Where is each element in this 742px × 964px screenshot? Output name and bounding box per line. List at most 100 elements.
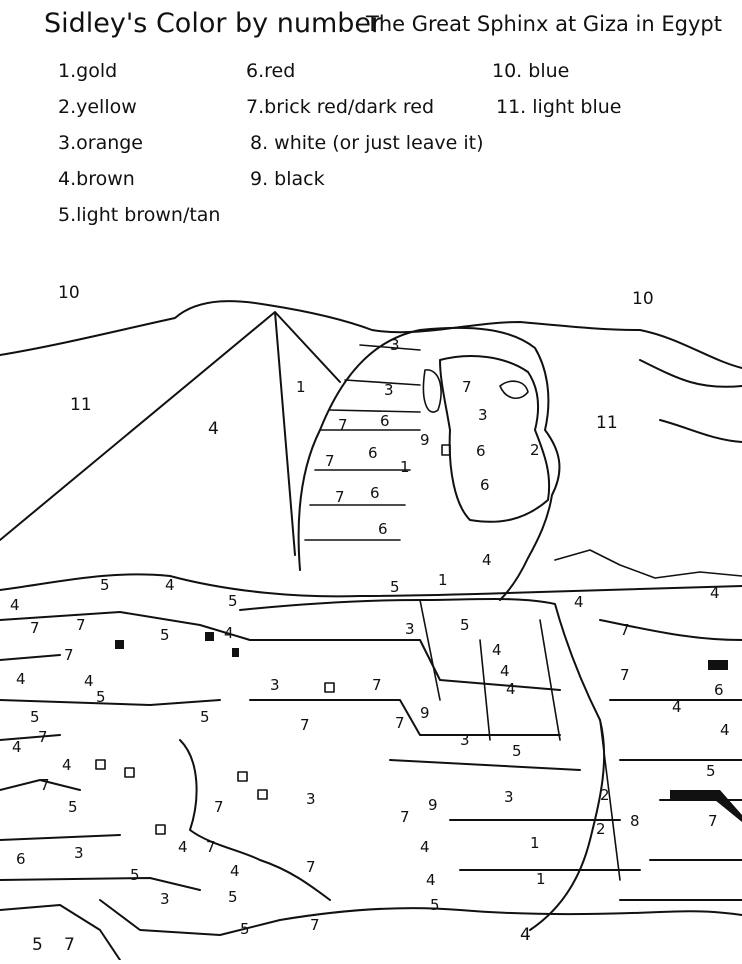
region-label: 4 (710, 584, 720, 602)
window-square-2 (441, 444, 451, 456)
color-legend: 1.gold 2.yellow 3.orange 4.brown 5.light… (0, 58, 742, 238)
region-label: 6 (380, 412, 390, 430)
region-label: 6 (714, 681, 724, 699)
region-label: 7 (310, 916, 320, 934)
region-label: 4 (482, 551, 492, 569)
region-label: 4 (230, 862, 240, 880)
region-label: 4 (520, 925, 531, 945)
black-square-4 (708, 660, 728, 670)
region-label: 5 (30, 708, 40, 726)
region-label: 3 (384, 381, 394, 399)
black-square-2 (205, 632, 214, 641)
quarry-wall-left (0, 739, 331, 961)
region-label: 6 (476, 442, 486, 460)
foreground-sand (279, 907, 742, 921)
region-label: 7 (325, 452, 335, 470)
region-label: 5 (240, 920, 250, 938)
region-label: 4 (224, 624, 234, 642)
region-label: 5 (390, 578, 400, 596)
legend-item-7: 7.brick red/dark red (246, 96, 435, 118)
region-label: 5 (160, 626, 170, 644)
window-square-3 (95, 759, 106, 770)
region-label: 5 (130, 866, 140, 884)
pyramid-outline (0, 311, 341, 556)
region-label: 7 (214, 798, 224, 816)
region-label: 1 (536, 870, 546, 888)
region-label: 5 (68, 798, 78, 816)
region-label: 3 (390, 336, 400, 354)
region-label: 7 (620, 666, 630, 684)
region-label: 7 (338, 416, 348, 434)
window-square-4 (124, 767, 135, 778)
region-label: 4 (84, 672, 94, 690)
sphinx-face (439, 355, 551, 523)
region-label: 5 (228, 888, 238, 906)
horizon-line (0, 573, 742, 598)
page-title: Sidley's Color by number (44, 8, 383, 39)
legend-item-6: 6.red (246, 60, 296, 82)
sphinx-eye (499, 380, 529, 399)
region-label: 4 (506, 680, 516, 698)
region-label: 4 (420, 838, 430, 856)
legend-item-3: 3.orange (58, 132, 143, 154)
sky-cloud-outline (0, 300, 742, 369)
black-square-1 (115, 640, 124, 649)
sphinx-drawing-svg: 10 10 11 11 4 1 3 3 6 7 7 6 7 6 6 9 1 6 … (0, 283, 742, 961)
region-label: 5 (200, 708, 210, 726)
light-sky-boundary (639, 359, 742, 443)
region-label: 7 (372, 676, 382, 694)
region-label: 6 (368, 444, 378, 462)
dark-stairs (670, 790, 742, 822)
region-label: 5 (100, 576, 110, 594)
region-label: 5 (430, 896, 440, 914)
region-label: 7 (40, 776, 50, 794)
region-label: 3 (504, 788, 514, 806)
region-label: 9 (420, 431, 430, 449)
region-label: 3 (405, 620, 415, 638)
region-label: 2 (530, 441, 540, 459)
region-label: 4 (12, 738, 22, 756)
left-rock-ledges (0, 611, 251, 891)
region-label: 7 (335, 488, 345, 506)
region-label: 7 (395, 714, 405, 732)
region-label: 7 (38, 728, 48, 746)
region-label: 4 (720, 721, 730, 739)
region-label: 5 (460, 616, 470, 634)
sphinx-body-segments (419, 599, 621, 881)
black-square-3 (232, 648, 239, 657)
region-label: 4 (500, 662, 510, 680)
legend-item-4: 4.brown (58, 168, 135, 190)
region-label: 11 (596, 413, 618, 433)
sphinx-body (239, 598, 606, 931)
region-label: 7 (300, 716, 310, 734)
region-label: 4 (178, 838, 188, 856)
region-label: 4 (208, 419, 219, 439)
region-label: 5 (96, 688, 106, 706)
region-label: 5 (228, 592, 238, 610)
headdress-stripes (304, 344, 421, 541)
window-square-6 (237, 771, 248, 782)
region-label: 11 (70, 395, 92, 415)
region-label: 6 (16, 850, 26, 868)
region-label: 9 (428, 796, 438, 814)
page-subtitle: The Great Sphinx at Giza in Egypt (366, 12, 722, 36)
legend-item-10: 10. blue (492, 60, 570, 82)
region-label: 7 (400, 808, 410, 826)
region-label: 5 (512, 742, 522, 760)
region-label: 7 (64, 646, 74, 664)
region-label: 3 (460, 731, 470, 749)
region-label: 4 (62, 756, 72, 774)
region-label: 4 (574, 593, 584, 611)
region-label: 7 (306, 858, 316, 876)
region-label: 4 (10, 596, 20, 614)
legend-item-2: 2.yellow (58, 96, 137, 118)
region-label: 2 (596, 820, 606, 838)
region-label: 3 (160, 890, 170, 908)
sphinx-front-paws (249, 639, 641, 871)
region-label: 9 (420, 704, 430, 722)
region-label: 1 (530, 834, 540, 852)
region-label: 7 (76, 616, 86, 634)
region-label: 3 (306, 790, 316, 808)
legend-item-9: 9. black (250, 168, 325, 190)
window-square-7 (257, 789, 268, 800)
